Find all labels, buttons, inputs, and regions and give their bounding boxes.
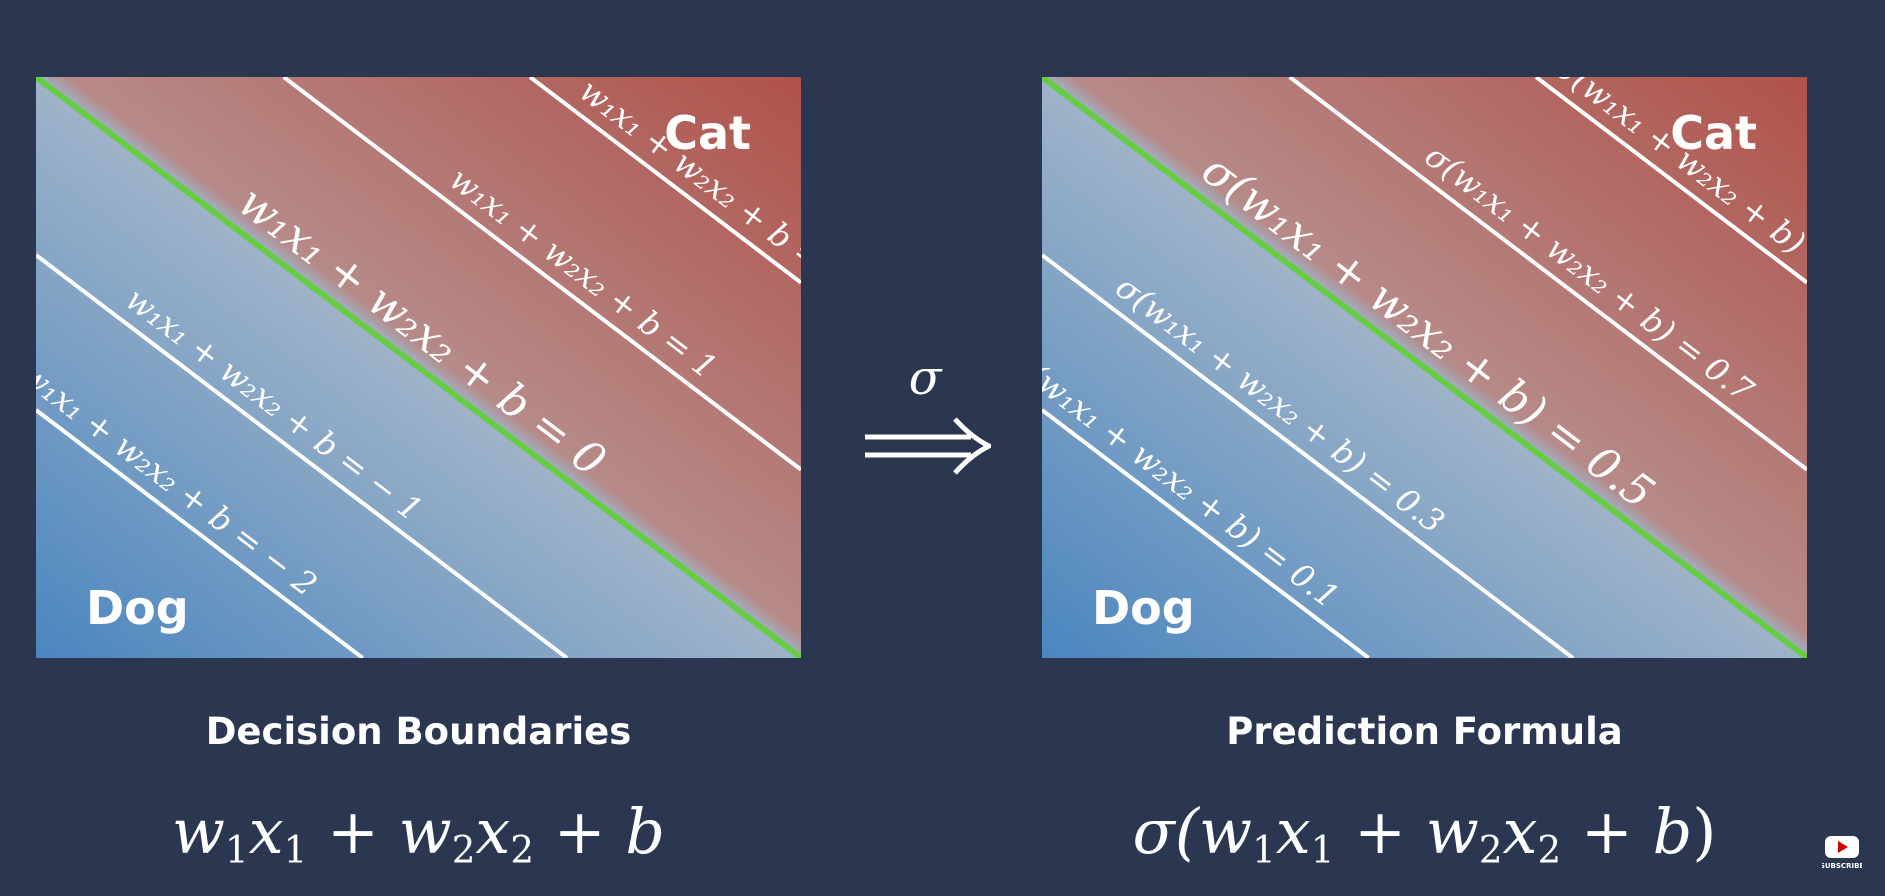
- contour-line: [528, 77, 801, 285]
- decision-boundaries-caption: Decision Boundaries: [205, 710, 632, 753]
- sigma-transform: σ: [855, 350, 995, 480]
- contour-line: [282, 77, 801, 472]
- dog-label: Dog: [1092, 581, 1195, 635]
- contour-line: [1042, 408, 1370, 658]
- sigmoid-formula: σ(w1x1 + w2x2 + b): [1132, 795, 1717, 872]
- youtube-subscribe-icon[interactable]: SUBSCRIBE: [1822, 832, 1862, 872]
- contour-line: [1288, 77, 1807, 472]
- decision-boundary-line: [1042, 77, 1807, 658]
- decision-boundary-line: [36, 77, 801, 658]
- contour-line: [1042, 253, 1575, 658]
- prediction-formula-caption: Prediction Formula: [1226, 710, 1623, 753]
- linear-formula: w1x1 + w2x2 + b: [171, 795, 666, 872]
- contour-line: [36, 253, 569, 658]
- double-right-arrow-icon: [865, 417, 991, 475]
- sigma-label: σ: [908, 350, 942, 406]
- cat-label: Cat: [664, 106, 751, 160]
- dog-label: Dog: [86, 581, 189, 635]
- prediction-formula-panel: σ(w₁x₁ + w₂x₂ + b) = 0.9σ(w₁x₁ + w₂x₂ + …: [1042, 77, 1807, 658]
- contour-line: [1534, 77, 1807, 285]
- cat-label: Cat: [1670, 106, 1757, 160]
- svg-text:SUBSCRIBE: SUBSCRIBE: [1822, 862, 1862, 870]
- contour-line: [36, 408, 364, 658]
- decision-boundaries-panel: w₁x₁ + w₂x₂ + b = 2w₁x₁ + w₂x₂ + b = 1w₁…: [36, 77, 801, 658]
